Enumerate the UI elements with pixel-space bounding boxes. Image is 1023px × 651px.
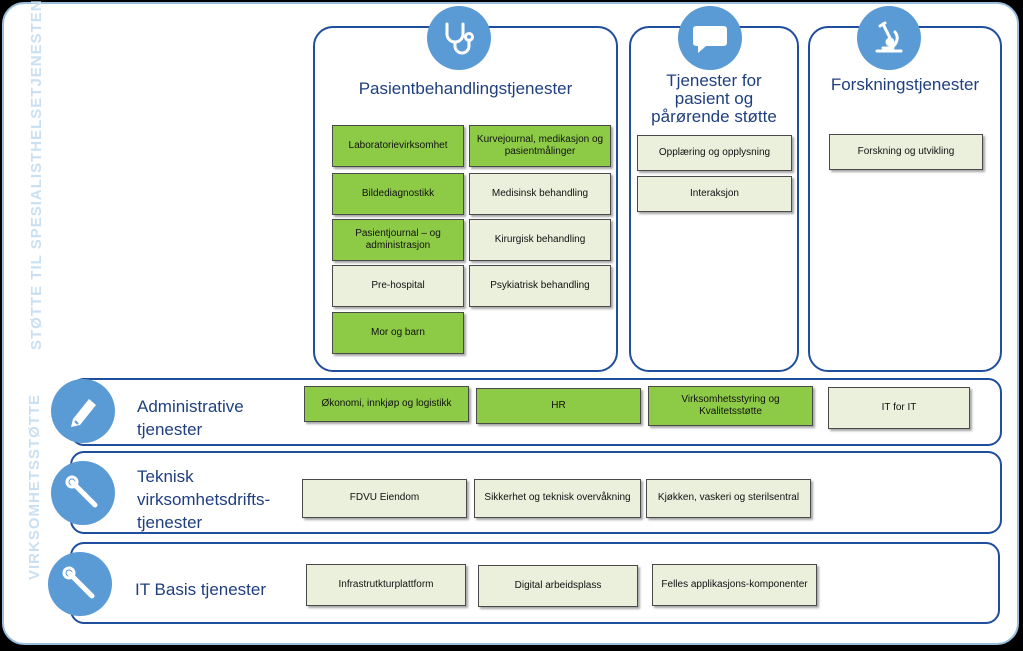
box-fdvu-eiendom[interactable]: FDVU Eiendom — [302, 479, 467, 518]
microscope-icon — [857, 6, 921, 70]
box-hr[interactable]: HR — [476, 388, 641, 424]
box-interaksjon[interactable]: Interaksjon — [637, 176, 792, 212]
panel-title-forskning: Forskningstjenester — [830, 75, 980, 94]
box-pre-hospital[interactable]: Pre-hospital — [332, 265, 464, 307]
box-opplaering[interactable]: Opplæring og opplysning — [637, 135, 792, 171]
box-digital-arbeidsplass[interactable]: Digital arbeidsplass — [478, 565, 638, 607]
box-kurvejournal[interactable]: Kurvejournal, medikasjon og pasientmålin… — [469, 125, 611, 167]
box-kirurgisk-behandling[interactable]: Kirurgisk behandling — [469, 219, 611, 261]
box-medisinsk-behandling[interactable]: Medisinsk behandling — [469, 173, 611, 215]
wrench-icon — [48, 552, 112, 616]
side-label-spesialist: STØTTE TIL SPESIALISTHELSETJENESTEN — [28, 0, 45, 350]
panel-forskning — [808, 26, 1002, 372]
panel-title-parorende: Tjenester for pasient og pårørende støtt… — [651, 71, 777, 126]
box-psykiatrisk-behandling[interactable]: Psykiatrisk behandling — [469, 265, 611, 307]
wrench-icon — [51, 461, 115, 525]
row-title-it-basis: IT Basis tjenester — [135, 580, 267, 599]
box-sikkerhet[interactable]: Sikkerhet og teknisk overvåkning — [474, 479, 641, 518]
pencil-icon — [51, 379, 115, 443]
box-bildediagnostikk[interactable]: Bildediagnostikk — [332, 173, 464, 215]
box-kjokken[interactable]: Kjøkken, vaskeri og sterilsentral — [646, 479, 811, 518]
row-title-teknisk: Teknisk virksomhetsdrifts-tjenester — [137, 467, 271, 532]
box-it-for-it[interactable]: IT for IT — [828, 387, 970, 429]
box-okonomi[interactable]: Økonomi, innkjøp og logistikk — [304, 386, 469, 422]
box-laboratorievirksomhet[interactable]: Laboratorievirksomhet — [332, 125, 464, 167]
panel-title-pasientbehandling: Pasientbehandlingstjenester — [358, 79, 573, 98]
box-infrastruktur[interactable]: Infrastrutkturplattform — [306, 564, 466, 606]
box-felles-applikasjon[interactable]: Felles applikasjons-komponenter — [652, 564, 817, 606]
box-mor-og-barn[interactable]: Mor og barn — [332, 312, 464, 354]
box-virksomhetsstyring[interactable]: Virksomhetsstyring og Kvalitetsstøtte — [648, 386, 813, 426]
box-forskning-utvikling[interactable]: Forskning og utvikling — [829, 134, 983, 170]
stethoscope-icon — [427, 6, 491, 70]
box-pasientjournal[interactable]: Pasientjournal – og administrasjon — [332, 219, 464, 261]
row-title-administrative: Administrative tjenester — [137, 397, 244, 439]
side-label-virksomhet: VIRKSOMHETSSTØTTE — [26, 393, 43, 580]
speech-bubble-icon — [678, 6, 742, 70]
